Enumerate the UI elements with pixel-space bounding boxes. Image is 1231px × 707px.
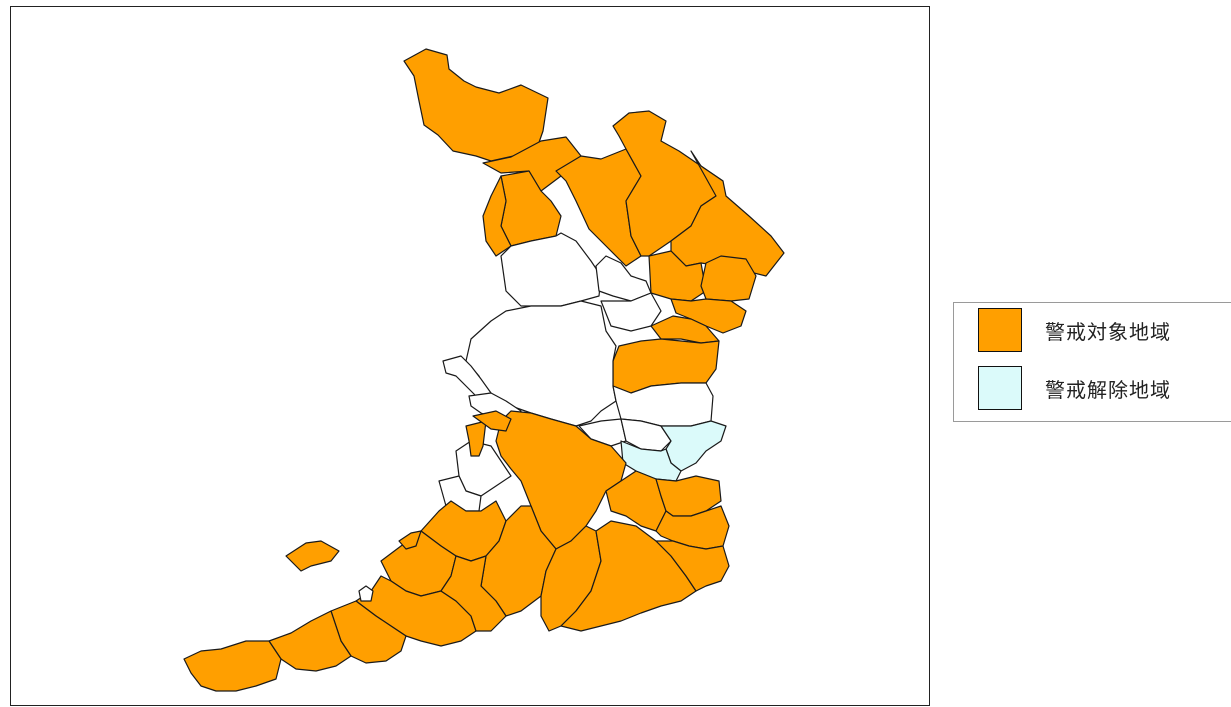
- map-legend: 警戒対象地域 警戒解除地域: [953, 302, 1231, 422]
- region-south-sakai: [495, 410, 627, 550]
- region-coast-white-small: [358, 585, 374, 602]
- region-south-inland-3: [560, 520, 697, 632]
- region-south-east-4: [655, 540, 730, 592]
- region-south-west-2: [440, 555, 507, 632]
- region-central-south-2: [620, 418, 672, 452]
- legend-swatch-alert: [978, 308, 1022, 352]
- region-central-3: [600, 292, 662, 332]
- legend-label-alert: 警戒対象地域: [1045, 319, 1171, 344]
- region-coast-orange-small: [398, 530, 422, 550]
- legend-item-alert: 警戒対象地域: [978, 308, 1171, 352]
- region-south-west-4: [268, 610, 352, 672]
- region-north-9: [700, 255, 757, 302]
- region-north-10: [670, 298, 747, 334]
- legend-item-cleared: 警戒解除地域: [978, 366, 1171, 410]
- region-cleared-1: [660, 420, 727, 472]
- region-south-west-5: [183, 640, 282, 692]
- region-bay-orange-2: [472, 410, 512, 432]
- legend-label-cleared: 警戒解除地域: [1045, 377, 1171, 402]
- map-frame: [10, 6, 930, 706]
- legend-swatch-cleared: [978, 366, 1022, 410]
- region-central-2: [595, 255, 652, 302]
- osaka-prefecture-map: [183, 48, 785, 692]
- region-kansai-airport: [285, 540, 340, 572]
- region-north-1: [403, 48, 549, 162]
